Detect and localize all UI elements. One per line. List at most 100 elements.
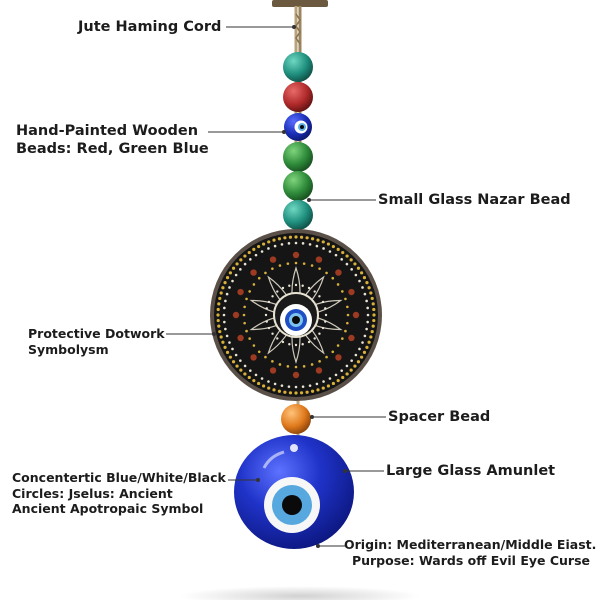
floor-shadow — [180, 586, 420, 600]
mandala-dot — [313, 337, 316, 340]
mandala-dot — [223, 281, 227, 285]
mandala-dot — [225, 276, 230, 280]
mandala-dot — [318, 267, 321, 270]
mandala-dot — [344, 297, 347, 301]
mandala-dot — [367, 340, 371, 344]
mandala-dot — [331, 244, 335, 249]
mandala-dot — [223, 320, 226, 324]
mandala-dot — [248, 290, 251, 293]
label-origin-line-1: Origin: Mediterranean/Middle Eiast. — [344, 537, 597, 552]
mandala-dot — [278, 363, 282, 366]
mandala-dot — [352, 311, 360, 319]
mandala-dot — [341, 375, 345, 380]
mandala-dot — [228, 286, 231, 289]
mandala-dot — [287, 385, 291, 388]
mandala-dot — [365, 327, 368, 331]
mandala-dot — [228, 341, 231, 344]
mandala-dot — [243, 364, 247, 368]
mandala-dot — [223, 306, 226, 310]
mandala-dot — [345, 262, 349, 266]
mandala-dot — [363, 334, 367, 338]
mandala-dot — [243, 321, 246, 325]
mandala-dot — [345, 372, 349, 376]
mandala-dot — [341, 250, 345, 255]
mandala-dot — [334, 253, 338, 257]
label-amulet: Large Glass Amunlet — [386, 463, 556, 479]
mandala-dot — [224, 327, 227, 331]
mandala-dot — [235, 364, 239, 368]
mandala-dot — [239, 258, 243, 262]
mandala-dot — [276, 290, 279, 293]
mandala-dot — [292, 251, 300, 259]
mandala-dot — [325, 271, 328, 275]
label-circles-line-2: Circles: Jselus: Ancient — [12, 485, 173, 501]
mandala-dot — [218, 329, 222, 334]
mandala-dot — [334, 373, 338, 377]
mandala-dot — [294, 365, 298, 369]
mandala-dot — [301, 242, 305, 245]
leader-lines — [166, 26, 386, 547]
mandala-dot — [222, 313, 226, 317]
mandala-dot — [322, 247, 325, 250]
mandala-dot — [356, 266, 361, 270]
mandala-dot — [350, 359, 353, 362]
mandala-dot — [366, 320, 369, 324]
mandala-dot — [336, 344, 340, 347]
mandala-dot — [223, 345, 227, 349]
mandala-dot — [243, 372, 247, 376]
mandala-dot — [281, 340, 285, 344]
label-circles: Concentertic Blue/White/Black Circles: J… — [12, 470, 226, 517]
mandala-dot — [324, 320, 327, 323]
mandala-dot — [299, 391, 304, 395]
label-dotwork-line-2: Symbolysm — [28, 341, 109, 357]
mandala-dot — [243, 254, 247, 258]
label-wooden-beads-line-1: Hand-Painted Wooden — [16, 123, 199, 139]
mandala-dot — [328, 250, 332, 253]
mandala-dot — [260, 250, 264, 253]
mandala-dot — [354, 353, 358, 357]
label-dotwork: Protective Dotwork Symbolysm — [28, 326, 165, 357]
mandala-dot — [239, 268, 242, 271]
mandala-dot — [315, 382, 319, 386]
mandala-dot — [267, 386, 271, 390]
mandala-disc-icon — [210, 229, 382, 401]
mandala-dot — [372, 318, 376, 323]
mandala-dot — [299, 235, 304, 239]
mandala-dot — [321, 240, 325, 244]
mandala-dot — [228, 271, 232, 275]
mandala-dot — [335, 354, 342, 361]
mandala-dot — [267, 300, 271, 304]
bead-red — [283, 82, 313, 112]
mandala-dot — [278, 264, 282, 267]
mandala-dot — [369, 335, 373, 339]
small-nazar-bead — [284, 113, 312, 141]
mandala-dot — [321, 326, 325, 330]
mandala-dot — [308, 243, 312, 246]
mandala-dot — [331, 276, 335, 280]
mandala-dot — [277, 237, 282, 241]
mandala-dot — [316, 238, 320, 242]
mandala-dot — [326, 242, 330, 246]
mandala-dot — [254, 373, 258, 377]
label-origin: Origin: Mediterranean/Middle Eiast. Purp… — [344, 537, 597, 568]
mandala-dot — [219, 291, 223, 295]
mandala-dot — [264, 271, 267, 275]
mandala-dot — [234, 273, 238, 277]
mandala-dot — [216, 307, 220, 312]
mandala-dot — [302, 365, 306, 368]
label-nazar-bead: Small Glass Nazar Bead — [378, 192, 571, 208]
mandala-dot — [239, 368, 243, 372]
mandala-dot — [321, 300, 325, 304]
mandala-dot — [341, 337, 344, 340]
mandala-dot — [366, 313, 370, 317]
mandala-dot — [239, 359, 242, 362]
mandala-dot — [237, 288, 244, 296]
mandala-dot — [273, 244, 277, 248]
mandala-dot — [348, 334, 355, 342]
mandala-dot — [365, 281, 369, 285]
bead-green — [283, 52, 313, 82]
mandala-dot — [324, 313, 328, 317]
mandala-dot — [318, 332, 321, 335]
mandala-dot — [310, 264, 314, 267]
leader-dots — [212, 25, 347, 548]
